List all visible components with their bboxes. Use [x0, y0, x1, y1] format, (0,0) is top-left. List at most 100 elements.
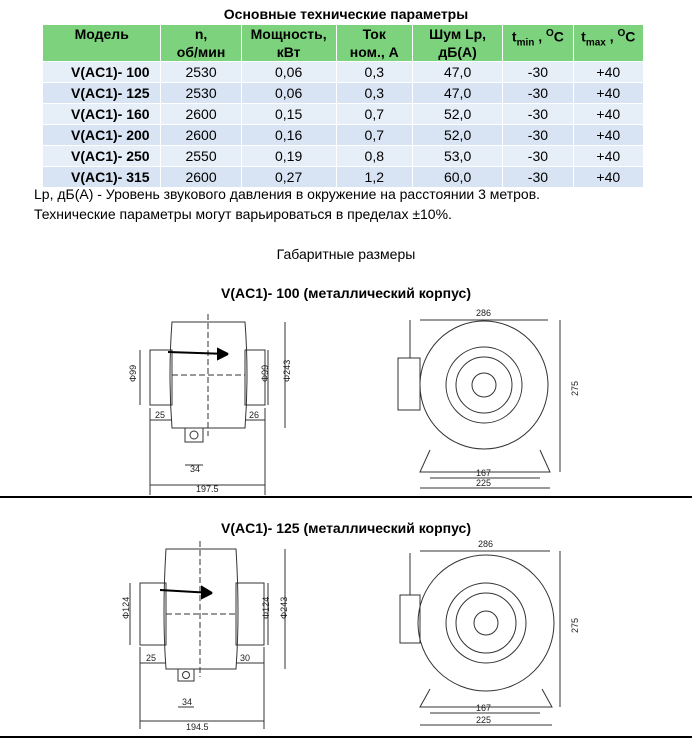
table-cell: -30 [502, 124, 574, 146]
divider-2 [0, 736, 692, 738]
header-rpm: n,об/мин [160, 24, 242, 62]
table-cell: -30 [502, 103, 574, 125]
dim-left-diameter: Φ124 [121, 597, 131, 619]
cell-model: V(AC1)- 200 [41, 124, 162, 146]
fan-body [163, 548, 239, 670]
table-cell: 0,3 [335, 61, 413, 83]
table-cell: 0,8 [335, 145, 413, 167]
note-tolerance: Технические параметры могут варьироватьс… [34, 206, 452, 222]
dim-left-flange: 25 [155, 410, 165, 420]
cell-model: V(AC1)- 250 [41, 145, 162, 167]
right-spigot [235, 582, 265, 646]
table-cell: 52,0 [411, 103, 504, 125]
table-cell: 60,0 [411, 166, 504, 188]
divider-1 [0, 496, 692, 498]
table-cell: 0,06 [240, 61, 337, 83]
dim-base-outer: 225 [476, 478, 491, 488]
table-cell: 0,16 [240, 124, 337, 146]
dim-right-flange: 26 [249, 410, 259, 420]
table-cell: -30 [502, 166, 574, 188]
cell-model: V(AC1)- 160 [41, 103, 162, 125]
dim-left-flange: 25 [146, 653, 156, 663]
left-spigot [139, 582, 167, 646]
dim-body-diameter: Φ243 [279, 597, 289, 619]
table-cell: 1,2 [335, 166, 413, 188]
airflow-arrow [159, 585, 213, 600]
header-noise: Шум Lp,дБ(А) [411, 24, 504, 62]
table-cell: 47,0 [411, 82, 504, 104]
table-cell: +40 [572, 82, 645, 104]
motor-box [397, 357, 421, 411]
header-tmin: tmin , OC [502, 24, 574, 62]
drawing-2-title: V(AC1)- 125 (металлический корпус) [220, 520, 472, 536]
front-view-1 [397, 319, 561, 489]
table-cell: +40 [572, 145, 645, 167]
table-cell: 2530 [160, 61, 242, 83]
terminal-box [184, 427, 204, 443]
table-cell: 0,15 [240, 103, 337, 125]
table-cell: +40 [572, 124, 645, 146]
table-cell: -30 [502, 82, 574, 104]
volute [419, 320, 549, 450]
dim-top-width: 286 [476, 308, 491, 318]
table-cell: 0,19 [240, 145, 337, 167]
table-cell: 0,06 [240, 82, 337, 104]
table-cell: 53,0 [411, 145, 504, 167]
motor-box [399, 594, 421, 644]
dim-box-width: 34 [190, 464, 200, 474]
cell-model: V(AC1)- 125 [41, 82, 162, 104]
table-cell: 2600 [160, 166, 242, 188]
dim-right-diameter: Φ99 [260, 365, 270, 382]
dimensions-heading: Габаритные размеры [276, 246, 416, 262]
dim-height: 275 [570, 618, 580, 633]
table-cell: 2600 [160, 103, 242, 125]
table-cell: -30 [502, 61, 574, 83]
table-cell: +40 [572, 61, 645, 83]
header-power: Мощность,кВт [240, 24, 337, 62]
dim-right-flange: 30 [240, 653, 250, 663]
terminal-box [177, 668, 195, 682]
dim-total-length: 194.5 [186, 722, 209, 732]
dim-height: 275 [570, 381, 580, 396]
dim-total-length: 197.5 [196, 484, 219, 494]
table-cell: -30 [502, 145, 574, 167]
table-cell: 0,27 [240, 166, 337, 188]
table-cell: 2530 [160, 82, 242, 104]
dim-base-inner: 167 [476, 703, 491, 713]
table-title: Основные технические параметры [223, 6, 469, 22]
header-tmax: tmax , OC [572, 24, 645, 62]
mounting-base [419, 449, 551, 473]
dim-top-width: 286 [478, 539, 493, 549]
fan-body [169, 321, 248, 429]
table-cell: 0,7 [335, 103, 413, 125]
table-cell: 2550 [160, 145, 242, 167]
header-model: Модель [41, 24, 162, 62]
cell-model: V(AC1)- 315 [41, 166, 162, 188]
dim-box-width: 34 [182, 697, 192, 707]
drawing-1: Φ99 Φ99 Φ243 25 26 34 197.5 286 275 167 … [128, 308, 580, 495]
dim-base-outer: 225 [476, 715, 491, 725]
table-cell: 0,7 [335, 124, 413, 146]
drawing-2: Φ124 Φ124 Φ243 25 30 34 194.5 286 275 16… [121, 539, 580, 732]
drawing-1-title: V(AC1)- 100 (металлический корпус) [220, 285, 472, 301]
table-cell: 52,0 [411, 124, 504, 146]
right-spigot [244, 349, 266, 406]
mounting-base [419, 688, 553, 708]
table-cell: 47,0 [411, 61, 504, 83]
side-view-1 [139, 314, 286, 495]
table-cell: 2600 [160, 124, 242, 146]
dim-right-diameter: Φ124 [261, 597, 271, 619]
front-view-2 [399, 550, 561, 726]
table-cell: +40 [572, 166, 645, 188]
volute [417, 554, 555, 692]
table-cell: +40 [572, 103, 645, 125]
table-cell: 0,3 [335, 82, 413, 104]
left-spigot [149, 349, 173, 406]
